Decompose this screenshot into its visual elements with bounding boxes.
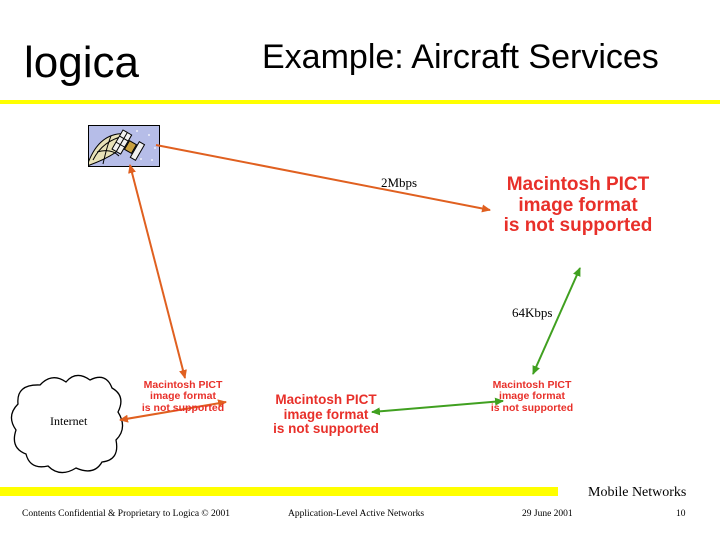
mobile-networks-label: Mobile Networks: [588, 485, 687, 500]
footer-date: 29 June 2001: [522, 509, 573, 519]
mobile-device-image-placeholder: Macintosh PICT image format is not suppo…: [490, 379, 574, 414]
footer-confidential: Contents Confidential & Proprietary to L…: [22, 509, 231, 519]
footer-topic: Application-Level Active Networks: [288, 509, 425, 519]
link-gateway-mobile: [371, 397, 504, 416]
link-aircraft-mobile: [532, 267, 581, 375]
bottom-accent-bar: [0, 487, 558, 496]
gateway-image-placeholder: Macintosh PICT image format is not suppo…: [273, 392, 379, 437]
top-accent-bar: [0, 100, 720, 104]
link-satellite-aircraft: [155, 144, 491, 213]
ground-station-image-placeholder: Macintosh PICT image format is not suppo…: [141, 379, 225, 414]
satellite-globe-icon: [88, 125, 160, 167]
link-label-64kbps: 64Kbps: [512, 305, 553, 320]
internet-cloud-icon: [10, 374, 124, 474]
link-satellite-ground: [128, 164, 187, 379]
logica-logo: logica: [24, 38, 139, 87]
slide-title: Example: Aircraft Services: [262, 38, 659, 76]
link-label-2mbps: 2Mbps: [381, 175, 418, 190]
aircraft-image-placeholder: Macintosh PICT image format is not suppo…: [503, 174, 653, 237]
footer-page-number: 10: [676, 509, 686, 519]
internet-label: Internet: [50, 414, 88, 428]
link-internet-ground: [119, 399, 227, 423]
